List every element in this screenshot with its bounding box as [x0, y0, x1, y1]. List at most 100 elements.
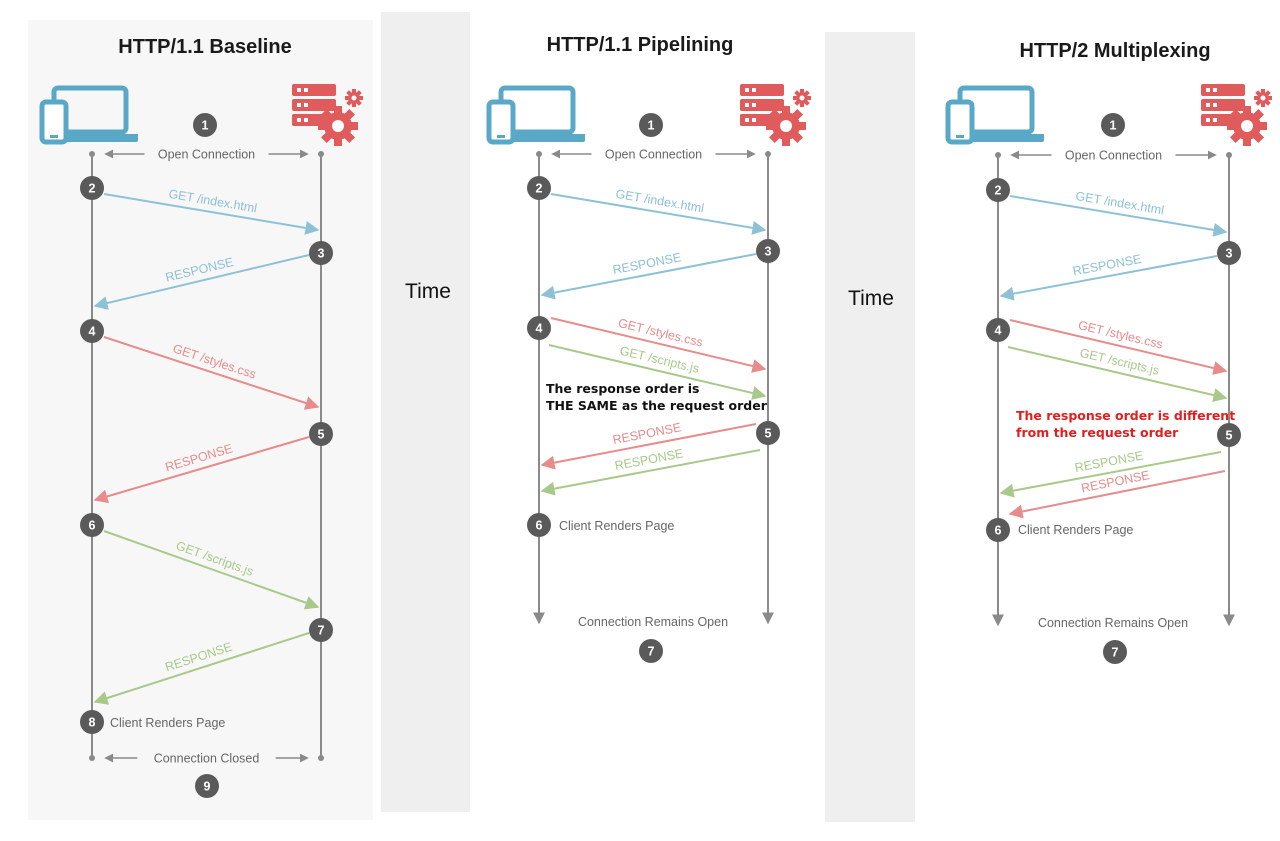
gear-hole [332, 120, 344, 132]
server-led [1213, 103, 1217, 107]
step-3-badge [1217, 241, 1241, 265]
server-led [297, 88, 301, 92]
server-led [304, 118, 308, 122]
server-led [745, 103, 749, 107]
step-3-badge-label: 3 [318, 247, 325, 261]
time-strip-2 [825, 32, 915, 822]
big-gear-icon [318, 106, 358, 146]
msg-get-styles-label: GET /styles.css [171, 341, 258, 381]
step-6-badge-label: 6 [995, 524, 1002, 538]
msg-get-scripts-arrow [548, 344, 767, 400]
server-unit [292, 99, 336, 111]
phone-button [50, 135, 58, 138]
gear-tooth [334, 106, 342, 115]
msg-get-index-arrow [1009, 195, 1228, 237]
step-3-badge-label: 3 [765, 245, 772, 259]
msg-response-scripts-arrow [540, 449, 761, 496]
step-4-badge [80, 319, 104, 343]
pipelining-note-line1: The response order is [546, 381, 700, 396]
step-9-badge [195, 774, 219, 798]
msg-response-scripts-label: RESPONSE [614, 446, 685, 473]
msg-get-scripts-arrow [1007, 346, 1228, 402]
step-5-badge-label: 5 [765, 427, 772, 441]
step-5-badge [1217, 423, 1241, 447]
time-strip-1 [381, 12, 470, 812]
server-led [297, 103, 301, 107]
phone-outline [39, 99, 69, 145]
msg-response-styles-arrow [540, 423, 757, 470]
msg-response-styles-label: RESPONSE [611, 420, 682, 447]
msg-get-scripts-label: GET /scripts.js [174, 538, 255, 578]
open-connection-label: Open Connection [1065, 149, 1162, 163]
gear-hole [351, 95, 357, 101]
step-5-badge [756, 421, 780, 445]
gear-tooth [800, 89, 804, 93]
phone-button [956, 135, 964, 138]
gear-hole [1241, 120, 1253, 132]
server-led [297, 118, 301, 122]
gear-tooth [1268, 96, 1272, 100]
step-4-badge-label: 4 [89, 325, 96, 339]
step-4-badge [527, 316, 551, 340]
server-led [1213, 88, 1217, 92]
step-2-badge [527, 176, 551, 200]
multiplexing-note-line1: The response order is different [1016, 408, 1236, 423]
client-renders-label: Client Renders Page [559, 519, 674, 533]
msg-get-styles-arrow [1009, 319, 1228, 375]
msg-get-index-label: GET /index.html [1075, 189, 1165, 218]
msg-response-styles-arrow [93, 436, 310, 504]
connection-remains-open-label: Connection Remains Open [578, 615, 728, 629]
step-1-badge [639, 113, 663, 137]
msg-get-index-label: GET /index.html [168, 187, 258, 216]
gear-tooth [1261, 103, 1265, 107]
laptop-base [952, 134, 1044, 142]
time-label-2: Time [848, 287, 894, 310]
step-2-badge-label: 2 [995, 184, 1002, 198]
client-renders-label: Client Renders Page [110, 716, 225, 730]
panel-title-pipelining: HTTP/1.1 Pipelining [546, 34, 734, 56]
step-7-badge-label: 7 [318, 624, 325, 638]
step-6-badge [986, 518, 1010, 542]
gear-hole [780, 120, 792, 132]
gear-tooth [352, 103, 356, 107]
step-2-badge [986, 178, 1010, 202]
step-4-badge-label: 4 [536, 322, 543, 336]
msg-response-scripts-arrow [93, 632, 310, 705]
step-1-badge [1101, 113, 1125, 137]
step-2-badge-label: 2 [536, 182, 543, 196]
gear-tooth [1243, 137, 1251, 146]
gear-tooth [800, 103, 804, 107]
step-7-badge [1103, 640, 1127, 664]
pipelining-note-line2: THE SAME as the request order [546, 398, 767, 413]
connection-closed-label: Connection Closed [154, 752, 260, 766]
msg-get-scripts-arrow [103, 530, 320, 610]
gear-hole [1260, 95, 1266, 101]
step-6-badge [80, 513, 104, 537]
gear-hole [799, 95, 805, 101]
time-label-1: Time [405, 280, 451, 303]
msg-response-index-arrow [540, 253, 757, 300]
gear-tooth [1243, 106, 1251, 115]
connection-remains-open-label: Connection Remains Open [1038, 616, 1188, 630]
step-8-badge-label: 8 [89, 716, 96, 730]
step-2-badge-label: 2 [89, 182, 96, 196]
msg-response-styles-arrow [1008, 470, 1226, 519]
step-3-badge [309, 241, 333, 265]
step-4-badge-label: 4 [995, 324, 1002, 338]
server-unit [740, 99, 784, 111]
phone-outline [945, 99, 975, 145]
gear-tooth [1254, 96, 1258, 100]
gear-tooth [359, 96, 363, 100]
phone-button [497, 135, 505, 138]
step-7-badge-label: 7 [648, 645, 655, 659]
server-led [1206, 103, 1210, 107]
msg-get-index-label: GET /index.html [615, 187, 705, 216]
gear-tooth [793, 96, 797, 100]
step-5-badge-label: 5 [1226, 429, 1233, 443]
msg-response-scripts-arrow [999, 451, 1222, 498]
msg-response-index-arrow [93, 254, 310, 310]
panel-title-baseline: HTTP/1.1 Baseline [118, 36, 292, 58]
step-3-badge [756, 239, 780, 263]
